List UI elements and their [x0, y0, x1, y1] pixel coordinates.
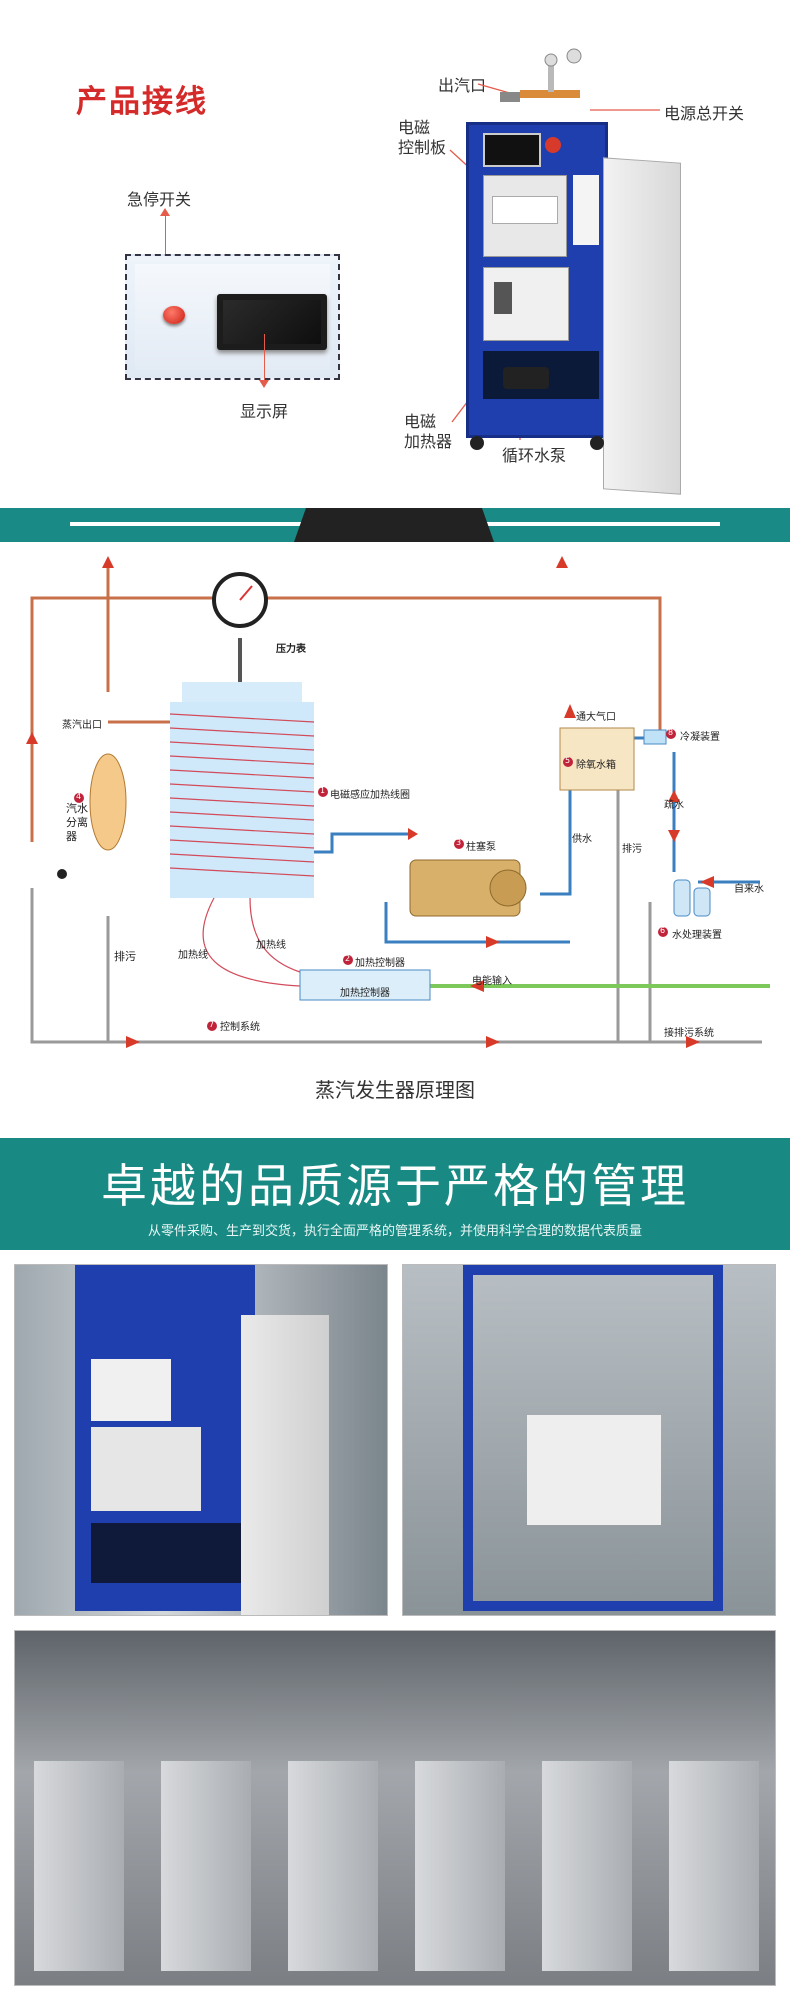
treatment-tank-icon: [693, 887, 711, 917]
control-board-box: [483, 175, 567, 257]
principle-diagram: [26, 556, 770, 1048]
steam-outlet-label: 出汽口: [438, 76, 487, 95]
deaerator-num: 5: [565, 756, 571, 765]
coil-num: 1: [320, 786, 326, 795]
treatment-tank-icon: [673, 879, 691, 917]
divider-tab: [294, 508, 494, 542]
steam-unit: [160, 1761, 251, 1971]
hydrophobic-label: 疏水: [664, 800, 684, 811]
pump-label: 循环水泵: [502, 446, 567, 465]
deaerator-tank-icon: [559, 727, 635, 791]
photo-heater-open: [527, 1415, 661, 1525]
lineup-row: [15, 1761, 775, 1981]
coil-label: 电磁感应加热线圈: [330, 790, 410, 801]
treat-num: 6: [660, 926, 666, 935]
cabinet-screen-icon: [483, 133, 541, 167]
steam-unit: [541, 1761, 632, 1971]
coil-vessel: [169, 682, 315, 898]
drain-mid-label: 排污: [622, 844, 642, 855]
control-panel-photo: [125, 254, 340, 380]
steam-outlet-label: 蒸汽出口: [62, 720, 102, 731]
quality-banner: [0, 1138, 790, 1250]
drain-left-label: 排污: [114, 950, 136, 963]
steam-unit: [414, 1761, 505, 1971]
steam-valve-icon: [500, 48, 582, 102]
condenser-label: 冷凝装置: [680, 732, 720, 743]
heater-label: 电磁 加热器: [404, 412, 453, 451]
photo-cabinet-open: [14, 1264, 388, 1616]
emergency-stop-icon: [163, 306, 185, 324]
cabinet-door: [603, 157, 681, 495]
section-title: 产品接线: [76, 84, 208, 120]
control-board-label: 电磁 控制板: [398, 118, 447, 157]
panel-face: [135, 264, 330, 370]
steam-unit: [287, 1761, 378, 1971]
photo-factory-lineup: [14, 1630, 776, 1986]
wheel-icon: [590, 436, 604, 450]
pump-motor-icon: [503, 367, 549, 389]
tap-water-label: 自来水: [734, 884, 764, 895]
product-wiring-section: 产品接线 急停开关 显示屏 出汽口 电源总开关 电磁 控制板 电磁 加热器 循环…: [0, 0, 790, 508]
steam-unit: [33, 1761, 124, 1971]
separator-label: 汽水 分离 器: [66, 802, 88, 843]
heating-wire-label-1: 加热线: [178, 950, 208, 961]
estop-label: 急停开关: [127, 190, 192, 209]
banner-title: 卓越的品质源于严格的管理: [101, 1159, 689, 1213]
gauge-label: 压力表: [276, 644, 306, 655]
supply-label: 供水: [572, 834, 592, 845]
display-arrow-icon: [259, 380, 269, 388]
wheel-icon: [470, 436, 484, 450]
steam-unit: [668, 1761, 759, 1971]
photo-door: [241, 1315, 329, 1615]
plunger-num: 3: [456, 838, 462, 847]
photo-frame: [463, 1265, 723, 1611]
photo-cabinet-body: [75, 1265, 255, 1611]
pressure-gauge-icon: [212, 572, 268, 682]
photo-board: [91, 1359, 171, 1421]
plunger-pump-icon: [409, 859, 527, 917]
section-divider: [0, 508, 790, 542]
condenser-icon: [643, 729, 667, 745]
control-num: 7: [209, 1020, 215, 1029]
photo-heater: [91, 1427, 201, 1511]
heat-ctrl-num: 2: [345, 954, 351, 963]
condenser-num: 8: [668, 728, 674, 737]
induction-heater-box: [483, 267, 569, 341]
power-input-label: 电能输入: [472, 976, 512, 987]
breaker-panel: [573, 175, 599, 245]
control-label: 控制系统: [220, 1022, 260, 1033]
treat-label: 水处理装置: [672, 930, 722, 941]
separator-num: 4: [76, 792, 82, 801]
display-screen-icon: [217, 294, 327, 350]
steam-generator-cabinet: [466, 122, 608, 438]
photo-pump: [91, 1523, 241, 1583]
vent-label: 通大气口: [576, 712, 616, 723]
pump-bay: [483, 351, 599, 399]
heating-wire-label-2: 加热线: [256, 940, 286, 951]
heat-ctrl-label: 加热控制器: [355, 958, 405, 969]
board-module: [492, 196, 558, 224]
deaerator-label: 除氧水箱: [576, 760, 616, 771]
estop-arrow-icon: [160, 208, 170, 216]
plunger-label: 柱塞泵: [466, 842, 496, 853]
heat-ctrl-box-label: 加热控制器: [340, 988, 390, 999]
power-switch-label: 电源总开关: [664, 104, 745, 123]
heater-display: [494, 282, 512, 314]
sewage-label: 接排污系统: [664, 1028, 714, 1039]
separator-icon: [57, 753, 127, 879]
diagram-caption: 蒸汽发生器原理图: [315, 1078, 475, 1102]
photo-cabinet-frame: [402, 1264, 776, 1616]
heat-controller-box: [299, 969, 431, 1001]
cabinet-estop-icon: [545, 137, 561, 153]
banner-subtitle: 从零件采购、生产到交货，执行全面严格的管理系统，并使用科学合理的数据代表质量: [147, 1224, 642, 1239]
display-label: 显示屏: [240, 402, 289, 421]
display-leader-line: [264, 334, 265, 382]
